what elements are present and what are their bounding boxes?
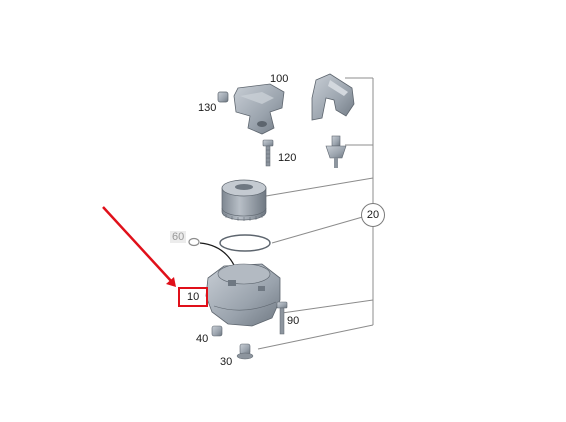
callout-130: 130 [198, 102, 217, 114]
callout-120: 120 [278, 152, 297, 164]
callout-30: 30 [220, 356, 233, 368]
part-40-plug [211, 325, 223, 337]
group-bracket-lines [257, 77, 374, 350]
part-130-nut [217, 91, 229, 103]
callout-20-circle: 20 [361, 203, 385, 227]
callout-10: 10 [187, 291, 200, 303]
part-120-bolt [262, 139, 274, 167]
callout-20: 20 [366, 209, 380, 221]
red-pointer-arrow [102, 206, 176, 287]
part-filter-cartridge [221, 179, 267, 221]
part-o-ring-large [219, 234, 271, 252]
callout-90: 90 [287, 315, 300, 327]
highlight-box-10 [178, 287, 208, 307]
part-60-o-ring-small [188, 237, 200, 247]
part-sensor-pin [325, 135, 347, 168]
callout-40: 40 [196, 333, 209, 345]
part-30-drain-screw [236, 343, 254, 360]
part-bracket-right [311, 73, 355, 121]
part-10-housing [205, 263, 281, 327]
part-100-bracket [233, 83, 285, 135]
callout-100: 100 [270, 73, 289, 85]
callout-60: 60 [170, 231, 187, 243]
part-90-bolt [276, 301, 288, 335]
